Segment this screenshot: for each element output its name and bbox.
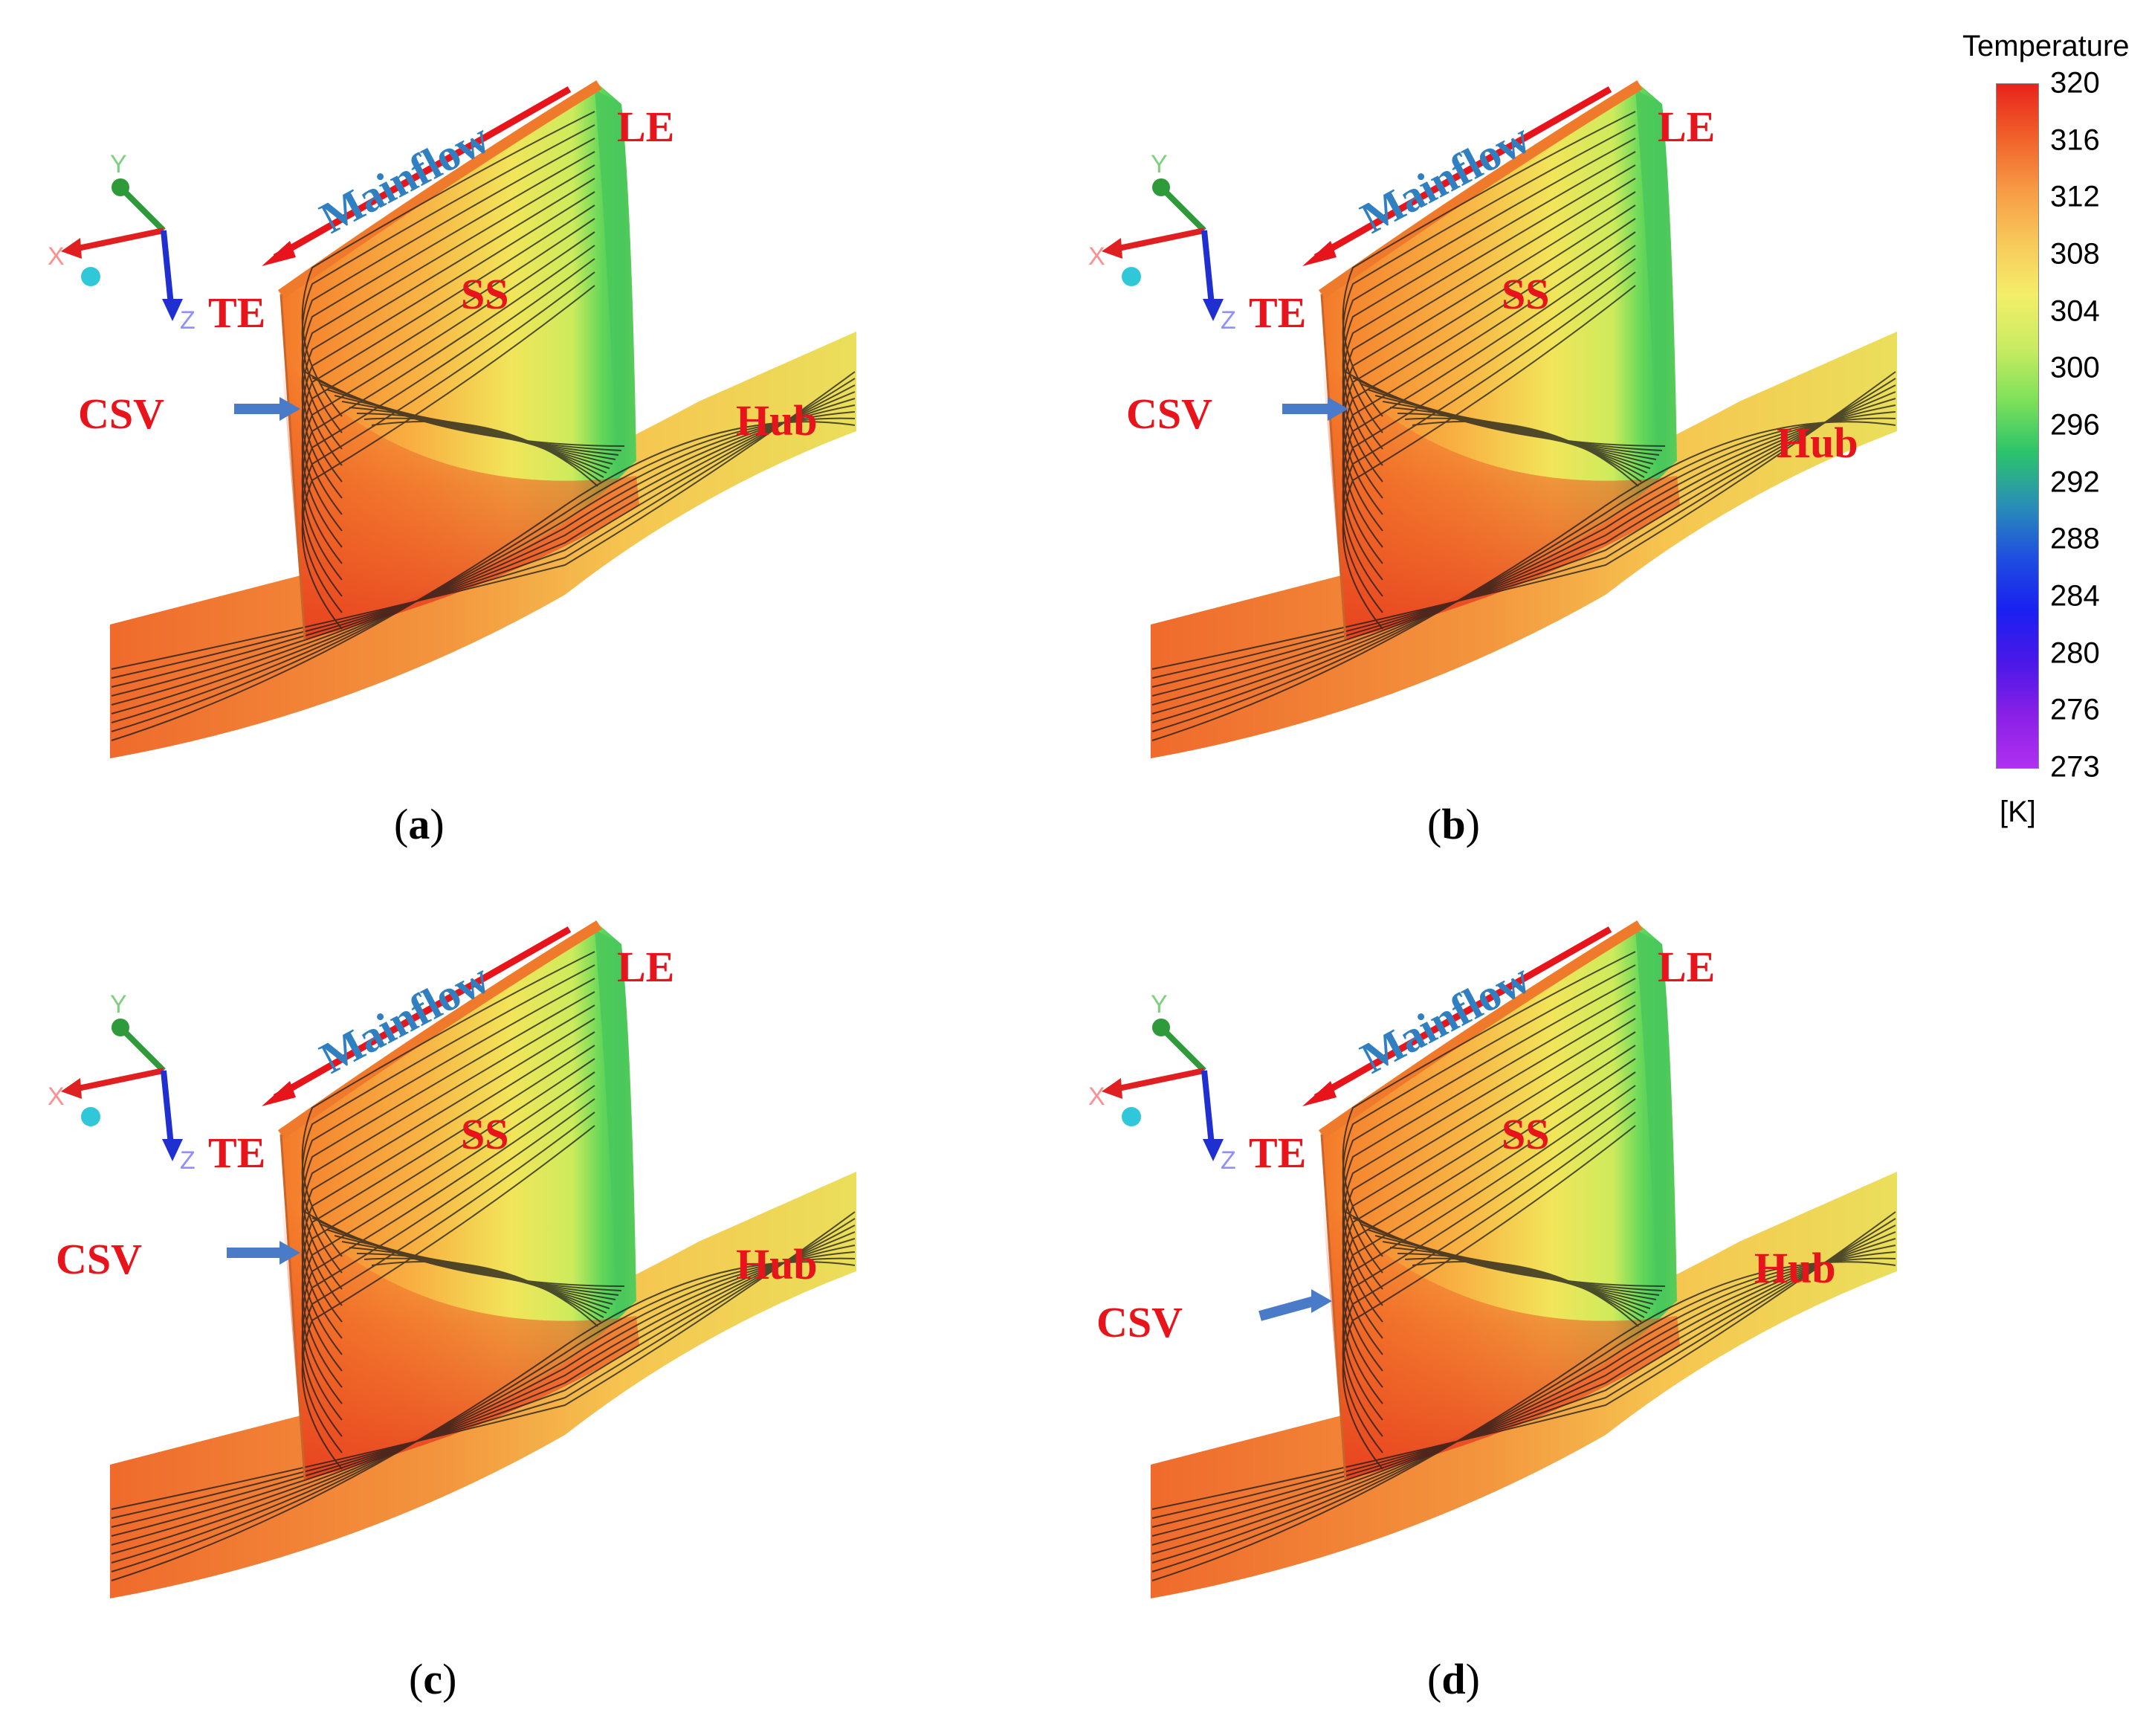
hub-label: Hub — [736, 396, 818, 445]
csv-label: CSV — [1096, 1298, 1183, 1346]
blade-tip-edge — [277, 80, 602, 299]
x-axis-label: X — [1088, 1082, 1105, 1111]
trailing-edge-label: TE — [208, 288, 265, 337]
z-axis-label: Z — [180, 306, 195, 335]
y-axis-label: Y — [110, 150, 127, 178]
leading-edge-region — [1635, 89, 1677, 476]
streamlines — [111, 111, 856, 741]
hot-region — [281, 1197, 639, 1480]
caption-c: (c) — [409, 1655, 457, 1703]
x-axis-label: X — [1088, 242, 1105, 271]
hot-region — [1322, 357, 1680, 639]
trailing-edge-line — [279, 1134, 306, 1480]
csv-label: CSV — [1126, 390, 1212, 438]
trailing-edge-label: TE — [1249, 288, 1306, 337]
colorbar-unit: [K] — [2000, 796, 2036, 828]
leading-edge-label: LE — [1658, 943, 1715, 991]
mainflow-arrow — [1313, 86, 1612, 260]
colorbar-tick-label: 312 — [2050, 180, 2100, 213]
caption-d: (d) — [1427, 1655, 1480, 1703]
csv-label: CSV — [56, 1235, 142, 1283]
z-axis-label: Z — [1221, 306, 1236, 335]
hot-region — [1322, 1197, 1680, 1480]
leading-edge-label: LE — [617, 103, 674, 151]
colorbar-tick-label: 296 — [2050, 408, 2100, 442]
axis-triad — [1102, 178, 1224, 321]
csv-arrow — [1258, 1296, 1316, 1321]
hub-label: Hub — [1777, 419, 1858, 467]
trailing-edge-line — [1320, 294, 1347, 640]
hot-region — [281, 357, 639, 639]
mainflow-arrow-head — [1302, 1081, 1337, 1106]
colorbar-tick-label: 308 — [2050, 237, 2100, 271]
mainflow-arrow — [1313, 926, 1612, 1100]
axis-triad — [61, 178, 183, 321]
blade-tip-edge — [1318, 80, 1643, 299]
suction-side-label: SS — [461, 1110, 509, 1158]
colorbar-tick-label: 273 — [2050, 750, 2100, 784]
y-axis-label: Y — [110, 990, 127, 1019]
x-axis-label: X — [48, 242, 65, 271]
blade-tip-edge — [277, 920, 602, 1139]
blade-tip-edge — [1318, 920, 1643, 1139]
axis-triad — [61, 1019, 183, 1161]
colorbar-tick-label: 284 — [2050, 579, 2100, 613]
caption-a: (a) — [394, 800, 445, 848]
leading-edge-label: LE — [1658, 103, 1715, 151]
y-axis-label: Y — [1151, 990, 1168, 1019]
csv-arrow-head — [279, 397, 300, 421]
mainflow-arrow — [273, 926, 572, 1100]
trailing-edge-line — [1320, 1134, 1347, 1480]
csv-arrow-head — [1311, 1289, 1332, 1313]
leading-edge-region — [1635, 929, 1677, 1316]
colorbar-title: Temperature — [1962, 30, 2130, 62]
axis-triad — [1102, 1019, 1224, 1161]
z-axis-label: Z — [1221, 1146, 1236, 1175]
colorbar-tick-label: 280 — [2050, 636, 2100, 670]
colorbar-tick-label: 276 — [2050, 693, 2100, 726]
hub-label: Hub — [736, 1240, 818, 1288]
csv-arrow-head — [1328, 397, 1348, 421]
colorbar-tick-label: 288 — [2050, 522, 2100, 555]
colorbar-tick-label: 320 — [2050, 66, 2100, 100]
y-axis-label: Y — [1151, 150, 1168, 178]
csv-label: CSV — [78, 390, 164, 438]
temperature-colorbar: Temperature 320 316 312 308 304 300 296 292 288 2… — [1948, 30, 2148, 848]
trailing-edge-line — [279, 294, 306, 640]
colorbar-tick-label: 316 — [2050, 123, 2100, 157]
leading-edge-region — [595, 89, 636, 476]
caption-b: (b) — [1427, 800, 1480, 848]
suction-side-label: SS — [461, 270, 509, 318]
hub-label: Hub — [1754, 1244, 1836, 1292]
colorbar-tick-label: 300 — [2050, 351, 2100, 384]
mainflow-arrow — [273, 86, 572, 260]
trailing-edge-label: TE — [208, 1129, 265, 1177]
streamlines — [1151, 111, 1896, 741]
streamlines — [1151, 951, 1896, 1581]
colorbar-tick-label: 292 — [2050, 465, 2100, 499]
colorbar-tick-label: 304 — [2050, 294, 2100, 328]
csv-arrow-head — [279, 1241, 300, 1265]
streamlines — [111, 951, 856, 1581]
z-axis-label: Z — [180, 1146, 195, 1175]
colorbar-gradient — [1996, 83, 2039, 769]
mainflow-arrow-head — [262, 241, 296, 266]
mainflow-arrow-head — [262, 1081, 296, 1106]
mainflow-arrow-head — [1302, 241, 1337, 266]
trailing-edge-label: TE — [1249, 1129, 1306, 1177]
leading-edge-region — [595, 929, 636, 1316]
suction-side-label: SS — [1502, 1110, 1550, 1158]
leading-edge-label: LE — [617, 943, 674, 991]
suction-side-label: SS — [1502, 270, 1550, 318]
x-axis-label: X — [48, 1082, 65, 1111]
